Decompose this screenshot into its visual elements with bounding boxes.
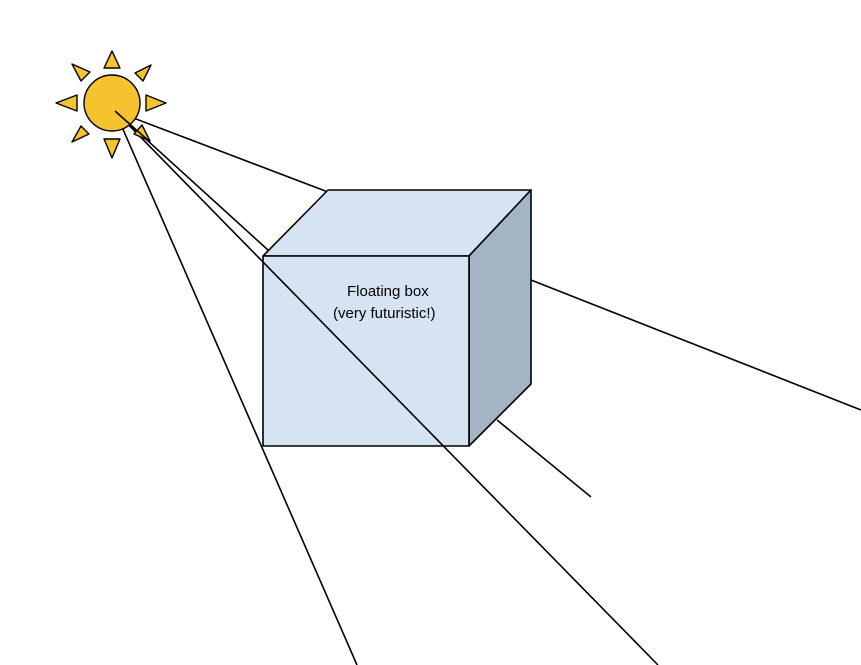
ray-shadow-edge-right	[530, 279, 861, 411]
sun-ray-right	[145, 94, 167, 112]
floating-box	[262, 189, 532, 447]
ray-to-ground-left	[114, 110, 358, 665]
sun-ray-bottom	[103, 138, 121, 159]
ray-origins	[114, 110, 151, 143]
sun-ray-bottom-left	[71, 125, 90, 143]
ray-through-box	[114, 110, 659, 665]
box-front-face	[262, 255, 470, 447]
sun-ray-left	[55, 94, 78, 112]
sun-ray-top	[103, 50, 121, 69]
sun-rays	[55, 50, 167, 159]
ray-origin-1	[114, 110, 151, 143]
ray-to-top-corner	[114, 110, 329, 193]
box-label-line2: (very futuristic!)	[333, 305, 436, 322]
ray-shadow-edge-bottom	[496, 419, 592, 498]
sun-disc	[83, 74, 141, 132]
sun-ray-top-left	[71, 63, 91, 82]
box-label: Floating box (very futuristic!)	[333, 283, 436, 322]
sun-ray-top-right	[134, 64, 152, 82]
sun-icon	[55, 50, 167, 159]
box-label-line1: Floating box	[347, 283, 429, 300]
sun-ray-bottom-right	[133, 124, 151, 142]
